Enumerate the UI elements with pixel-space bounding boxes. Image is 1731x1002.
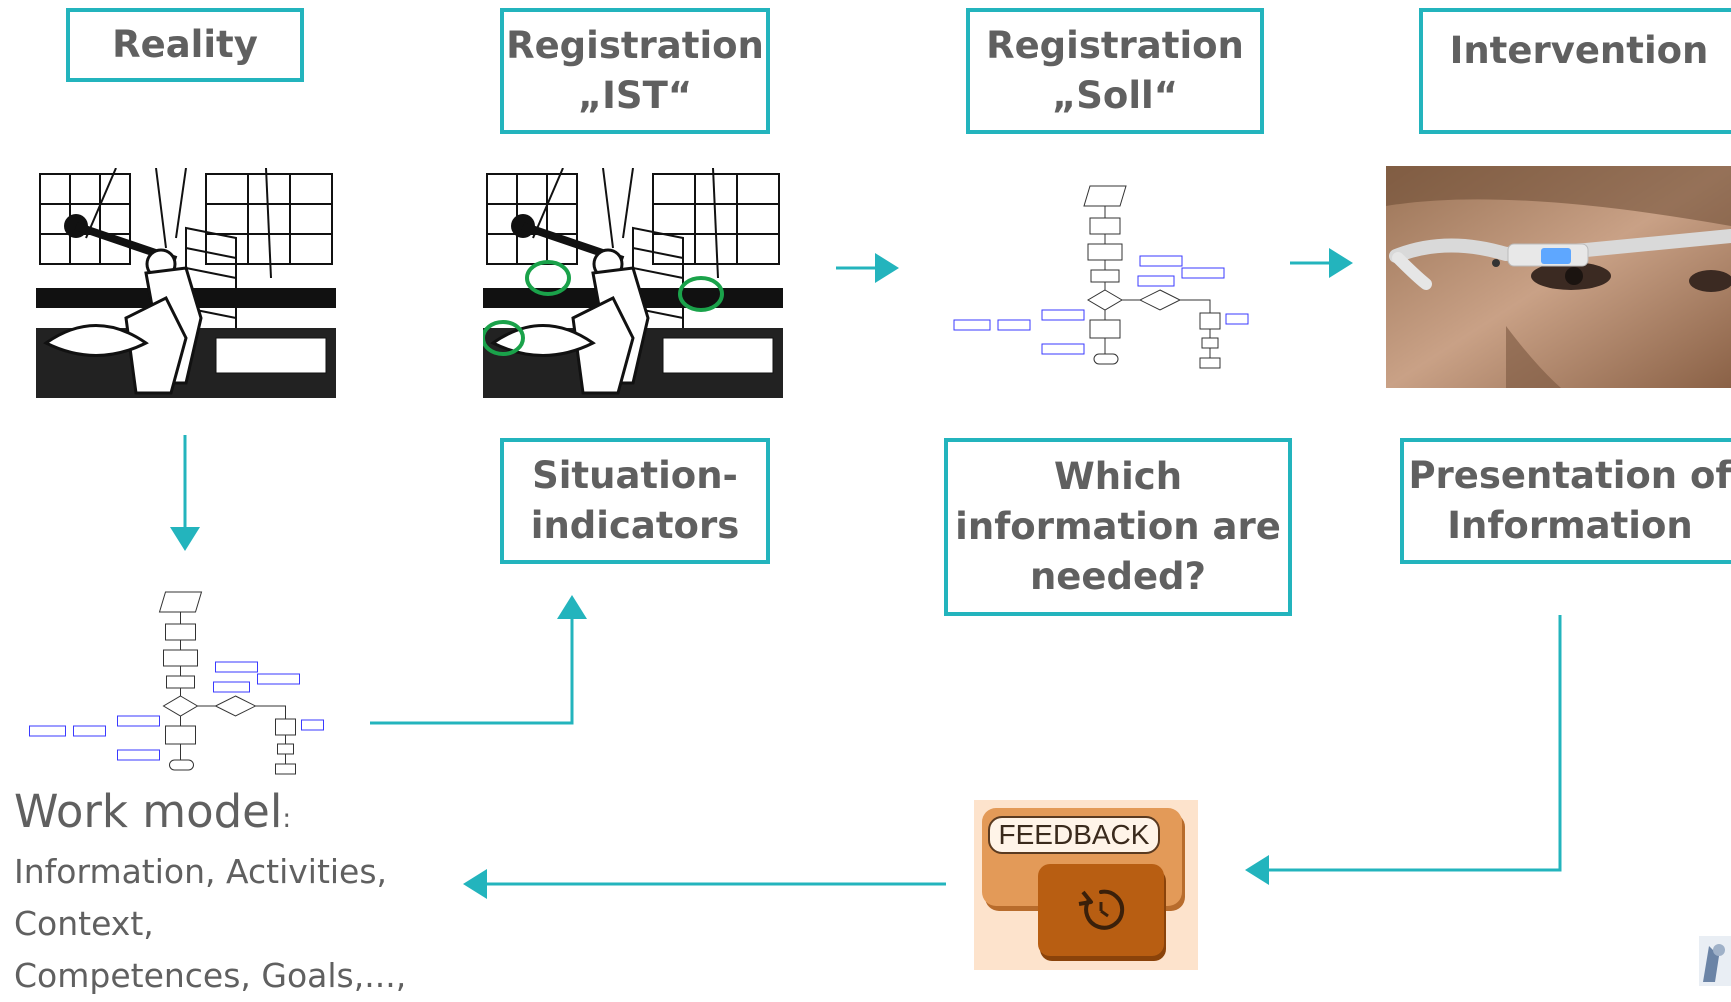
box-intervention: Intervention — [1419, 8, 1731, 134]
work-model-title: Work model: — [14, 785, 292, 838]
box-situation-indicators: Situation- indicators — [500, 438, 770, 564]
corner-logo — [1699, 936, 1731, 986]
process-flowchart-soll — [953, 185, 1249, 369]
feedback-icon: FEEDBACK — [974, 800, 1198, 970]
arrow-workmodel-to-situation — [370, 595, 587, 725]
box-registration-soll: Registration „Soll“ — [966, 8, 1264, 134]
work-model-items: Information, Activities, Context, Compet… — [14, 852, 407, 995]
refresh-icon — [1078, 889, 1125, 930]
box-presentation-of-information: Presentation of Information — [1400, 438, 1731, 564]
marker-circle — [483, 320, 525, 356]
box-reality: Reality — [66, 8, 304, 82]
factory-illustration — [36, 168, 336, 398]
marker-circle — [525, 260, 571, 296]
feedback-card-front — [1038, 864, 1164, 956]
arrow-presentation-to-feedback — [1245, 615, 1562, 885]
process-flowchart-work-model — [29, 591, 324, 775]
factory-illustration-marked — [483, 168, 783, 398]
box-which-information: Which information are needed? — [944, 438, 1292, 616]
marker-circle — [678, 276, 724, 312]
feedback-label: FEEDBACK — [988, 816, 1160, 854]
smart-glasses-photo — [1386, 166, 1731, 388]
work-model-text: Work model: Information, Activities, Con… — [14, 785, 454, 1002]
box-registration-ist: Registration „IST“ — [500, 8, 770, 134]
